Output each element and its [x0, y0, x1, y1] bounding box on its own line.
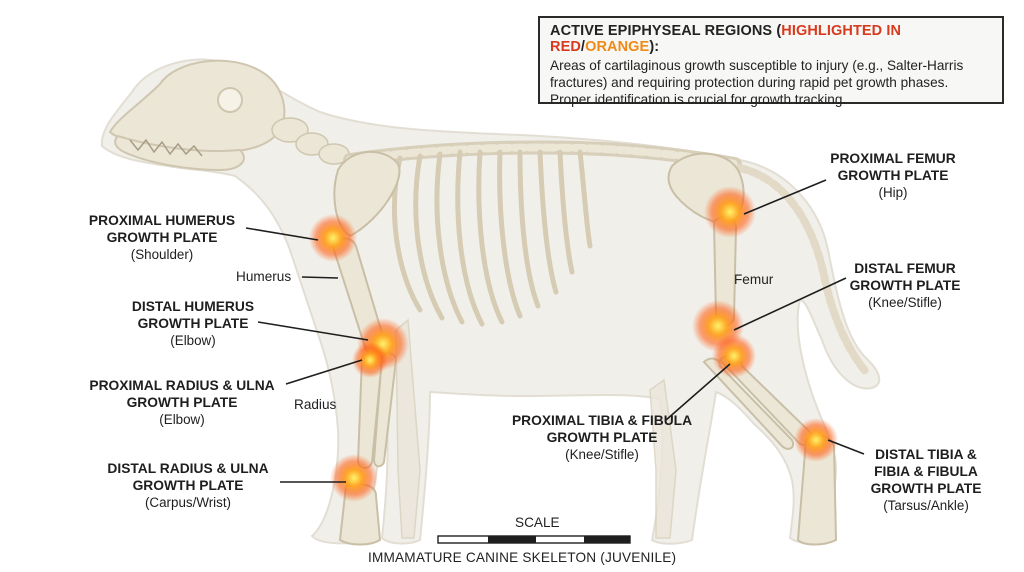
cervical-vertebrae: [271, 117, 350, 165]
label-femur: Femur: [734, 272, 774, 287]
scale-label: SCALE: [515, 515, 560, 530]
scale-bar: [437, 535, 631, 544]
callout-proximal-femur: PROXIMAL FEMUR GROWTH PLATE (Hip): [830, 151, 956, 200]
callout-proximal-radius-ulna: PROXIMAL RADIUS & ULNA GROWTH PLATE (Elb…: [89, 378, 275, 427]
figure-caption: IMMAMATURE CANINE SKELETON (JUVENILE): [368, 550, 677, 565]
callout-distal-femur: DISTAL FEMUR GROWTH PLATE (Knee/Stifle): [849, 261, 961, 310]
tail-vertebrae: [736, 164, 870, 376]
highlight-orange-text: ORANGE: [585, 39, 650, 55]
info-box-title: ACTIVE EPIPHYSEAL REGIONS (HIGHLIGHTED I…: [550, 23, 902, 55]
label-humerus: Humerus: [236, 269, 292, 284]
callout-proximal-tibia-fibula: PROXIMAL TIBIA & FIBULA GROWTH PLATE (Kn…: [511, 413, 693, 462]
highlight-red-text: HIGHLIGHTED IN RED: [550, 23, 902, 55]
far-hindlimb-bones: [649, 378, 677, 539]
glow-proximal-humerus: [309, 214, 357, 262]
skull: [108, 59, 286, 172]
growth-plate-highlights: [309, 186, 838, 502]
glow-distal-tibia: [794, 418, 838, 462]
leader-lines: [245, 179, 865, 483]
info-box: ACTIVE EPIPHYSEAL REGIONS (HIGHLIGHTED I…: [538, 16, 1004, 107]
callout-distal-tibia-fibula: DISTAL TIBIA & FIBIA & FIBULA GROWTH PLA…: [870, 447, 982, 513]
callout-distal-radius-ulna: DISTAL RADIUS & ULNA GROWTH PLATE (Carpu…: [107, 461, 269, 510]
hindlimb-bones: [667, 152, 838, 546]
glow-proximal-tibia: [712, 334, 756, 378]
glow-proximal-femur: [704, 186, 756, 238]
info-box-body: Areas of cartilaginous growth susceptibl…: [550, 58, 964, 107]
callout-proximal-humerus: PROXIMAL HUMERUS GROWTH PLATE (Shoulder): [88, 213, 236, 262]
glow-proximal-radius: [352, 342, 388, 378]
forelimb-bones: [330, 151, 401, 546]
label-radius: Radius: [294, 397, 337, 412]
callout-distal-humerus: DISTAL HUMERUS GROWTH PLATE (Elbow): [131, 299, 255, 348]
glow-distal-radius: [330, 454, 378, 502]
